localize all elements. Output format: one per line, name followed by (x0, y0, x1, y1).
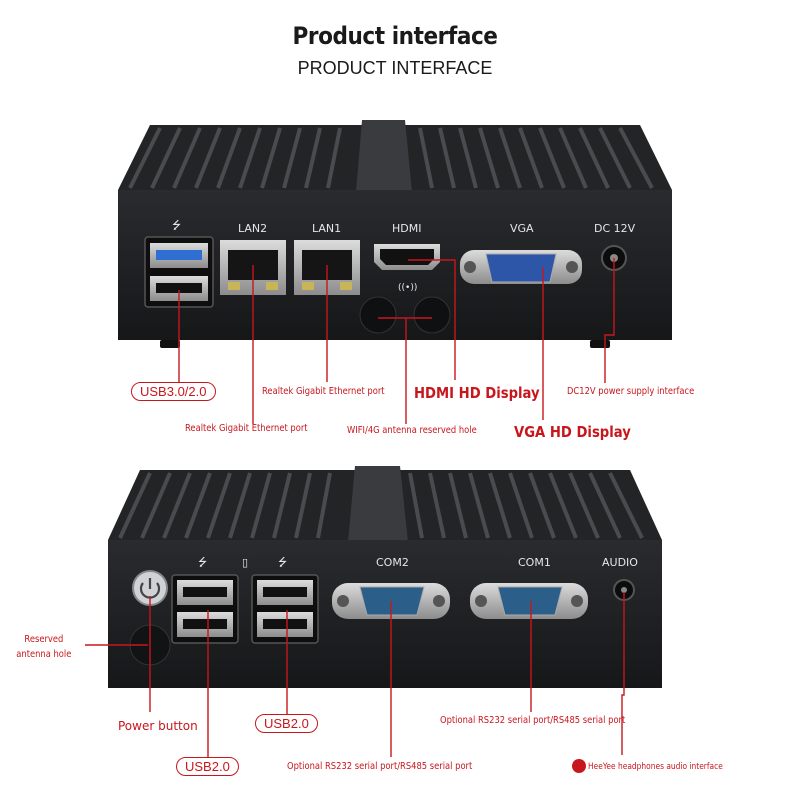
page-title: Product interface (292, 22, 498, 50)
vga-label: VGA (510, 222, 534, 235)
wifi-icon: ((•)) (398, 283, 417, 293)
bottom-heatsink-fins (118, 472, 644, 539)
dc-callout: DC12V power supply interface (567, 386, 695, 397)
usb2-right-callout: USB2.0 (255, 714, 318, 733)
usb-icon: ⭍ (172, 219, 181, 232)
usb-left-icon: ⭍ (198, 556, 207, 569)
bottom-mini-pc: ⭍ ▯ ⭍ COM2 COM1 AUDIO (85, 466, 662, 757)
audio-callout-dot (572, 759, 586, 773)
power-callout: Power button (118, 719, 198, 733)
antenna-callout: Reserved antenna hole (16, 634, 72, 660)
lan1-callout: Realtek Gigabit Ethernet port (262, 386, 385, 397)
top-mini-pc: ⭍ LAN2 LAN1 HDMI ((•)) VGA (118, 120, 672, 424)
power-button (132, 570, 168, 606)
usb2-left-ports (171, 574, 239, 644)
wifi-callout: WIFI/4G antenna reserved hole (347, 425, 477, 436)
lan1-label: LAN1 (312, 222, 341, 235)
hdmi-port (374, 244, 440, 270)
audio-callout: HeeYee headphones audio interface (588, 762, 723, 772)
vga-callout: VGA HD Display (514, 423, 631, 441)
usb2-left-callout: USB2.0 (176, 757, 239, 776)
lan2-callout: Realtek Gigabit Ethernet port (185, 423, 308, 434)
com1-label: COM1 (518, 556, 551, 569)
hdmi-callout: HDMI HD Display (414, 384, 540, 402)
top-heatsink-fins (128, 127, 654, 189)
bottom-callout-lines (85, 592, 625, 757)
com1-callout: Optional RS232 serial port/RS485 serial … (440, 715, 626, 726)
top-heatsink-ridge (356, 120, 412, 192)
usb3-callout: USB3.0/2.0 (131, 382, 216, 401)
top-callout-lines (178, 258, 615, 424)
vga-port (460, 250, 582, 284)
dc-label: DC 12V (594, 222, 636, 235)
bottom-heatsink-ridge (348, 466, 408, 542)
com2-callout: Optional RS232 serial port/RS485 serial … (287, 761, 473, 772)
top-usb-ports (144, 236, 214, 308)
audio-label: AUDIO (602, 556, 638, 569)
page-subtitle: PRODUCT INTERFACE (297, 58, 493, 78)
usb-right-icon: ⭍ (278, 556, 287, 569)
hdmi-label: HDMI (392, 222, 421, 235)
lan2-label: LAN2 (238, 222, 267, 235)
usb2-right-ports (251, 574, 319, 644)
com2-label: COM2 (376, 556, 409, 569)
com1-port (470, 583, 588, 619)
disk-icon: ▯ (242, 556, 248, 569)
